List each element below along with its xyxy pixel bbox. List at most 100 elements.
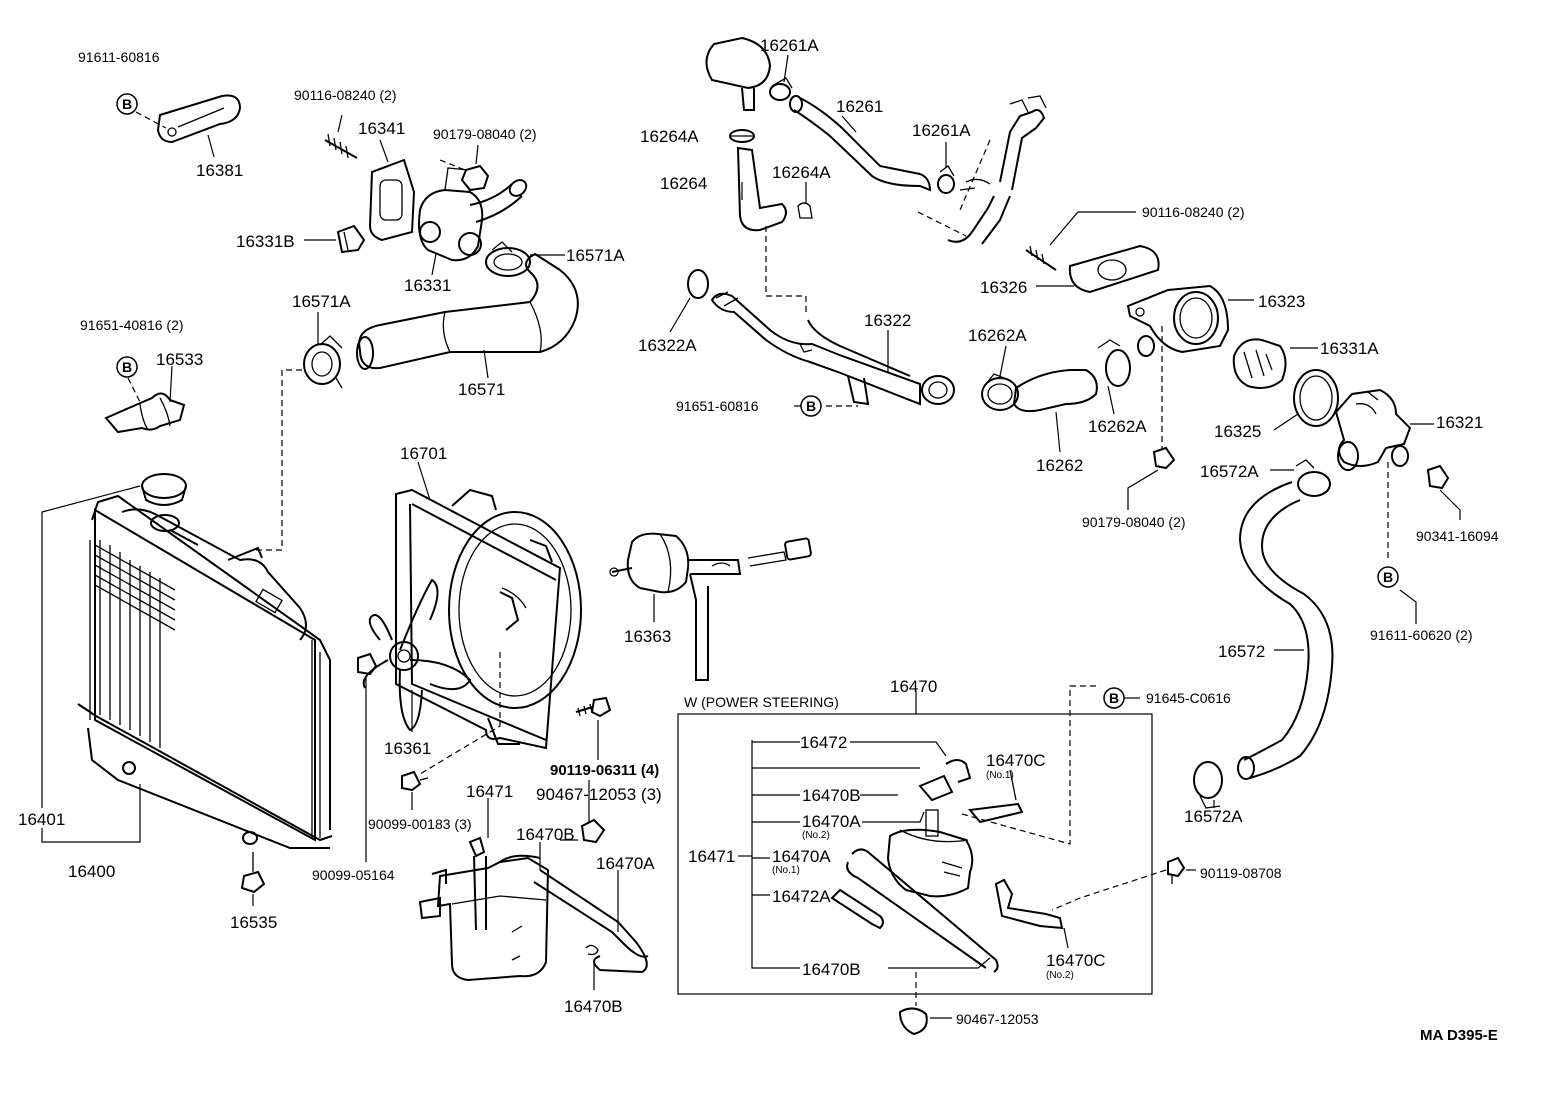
label-90116-08240-b: 90116-08240 (2) — [1142, 204, 1245, 220]
screw-90099-00183 — [401, 770, 429, 792]
label-16472: 16472 — [800, 733, 848, 752]
label-91651-40816: 91651-40816 (2) — [80, 317, 184, 333]
label-16571: 16571 — [458, 380, 506, 399]
label-90341-16094: 90341-16094 — [1416, 528, 1499, 544]
label-16322A: 16322A — [638, 336, 697, 355]
label-16325: 16325 — [1214, 422, 1262, 441]
label-16470A-b-sub: (No.2) — [802, 830, 830, 841]
plug-16331B — [336, 224, 366, 254]
power-steering-box — [677, 713, 1153, 995]
hose-16571 — [356, 252, 579, 370]
hose-16262 — [981, 369, 1098, 413]
fan-shroud-16701 — [395, 488, 582, 750]
hose-16572 — [1237, 481, 1334, 780]
thermostat-16331A — [1232, 338, 1287, 389]
label-16262A-b: 16262A — [1088, 417, 1147, 436]
bolt-marker-b-4 — [1377, 566, 1399, 588]
bolt-90116-b — [1025, 245, 1057, 271]
bracket-16533 — [104, 392, 186, 434]
label-16400: 16400 — [68, 862, 116, 881]
label-16331: 16331 — [404, 276, 452, 295]
bolt-marker-b-2-letter: B — [122, 359, 133, 375]
o-ring-16322A — [687, 269, 709, 299]
label-16533: 16533 — [156, 350, 204, 369]
bolt-90119-06311 — [575, 696, 612, 718]
clamp-16572A-b — [1193, 761, 1223, 809]
label-16363: 16363 — [624, 627, 672, 646]
label-16470C-a-sub: (No.1) — [986, 770, 1014, 781]
label-16264A-b: 16264A — [772, 163, 831, 182]
radiator-cap-16401 — [141, 473, 187, 506]
bolt-marker-b-4-letter: B — [1383, 569, 1394, 585]
label-16572A-b: 16572A — [1184, 807, 1243, 826]
pipe-16261 — [705, 36, 1047, 245]
label-16326: 16326 — [980, 278, 1028, 297]
label-16321: 16321 — [1436, 413, 1484, 432]
label-91611-60816: 91611-60816 — [78, 49, 160, 65]
label-91645-C0616: 91645-C0616 — [1146, 690, 1231, 706]
label-90467-12053-a: 90467-12053 (3) — [536, 785, 662, 804]
hose-16470A — [846, 848, 999, 973]
label-16470A-c: 16470A — [772, 847, 831, 866]
plug-90341-16094 — [1426, 464, 1450, 490]
label-16471-a: 16471 — [466, 782, 514, 801]
label-16472A: 16472A — [772, 887, 831, 906]
label-16401: 16401 — [18, 810, 66, 829]
tank-16470 — [886, 809, 974, 898]
label-16261A-b: 16261A — [912, 121, 971, 140]
hose-16264 — [736, 146, 787, 232]
clamp-16261A-a — [769, 77, 793, 101]
label-16470C-b: 16470C — [1046, 951, 1106, 970]
clamp-16571A-b — [303, 335, 343, 389]
gasket-16326 — [1068, 244, 1160, 294]
label-16323: 16323 — [1258, 292, 1306, 311]
bolt-marker-b-1-letter: B — [122, 96, 133, 112]
label-16341: 16341 — [358, 119, 406, 138]
housing-16323 — [1126, 284, 1230, 354]
label-16701: 16701 — [400, 444, 448, 463]
drain-plug-16535 — [240, 852, 266, 894]
label-16572: 16572 — [1218, 642, 1266, 661]
clip-90467-12053 — [898, 1007, 928, 1036]
switch-16363 — [609, 532, 812, 681]
label-90099-00183: 90099-00183 (3) — [368, 816, 472, 832]
label-16322: 16322 — [864, 311, 912, 330]
o-ring-small — [1137, 335, 1155, 357]
label-90116-08240-a: 90116-08240 (2) — [294, 87, 397, 103]
fan-16361 — [362, 578, 527, 732]
clip-16264A-b — [797, 202, 813, 219]
label-90099-05164: 90099-05164 — [312, 867, 395, 883]
nut-90179-a — [460, 164, 490, 192]
label-16470B-a: 16470B — [516, 825, 575, 844]
label-16470B-c: 16470B — [802, 786, 861, 805]
label-16571A-b: 16571A — [292, 292, 351, 311]
label-90119-06311: 90119-06311 (4) — [550, 762, 660, 779]
clamp-16261A-b — [937, 165, 955, 194]
nut-90099-05164 — [357, 652, 378, 676]
label-90179-08040-a: 90179-08040 (2) — [433, 126, 537, 142]
label-16264: 16264 — [660, 174, 708, 193]
water-outlet-16331 — [368, 158, 528, 262]
label-16470B-b: 16470B — [564, 997, 623, 1016]
label-16470: 16470 — [890, 677, 938, 696]
bolt-90119-08708 — [1167, 856, 1186, 884]
bolt-marker-b-5-letter: B — [1109, 690, 1120, 706]
clamp-16262A-b — [1097, 339, 1131, 387]
radiator-16400 — [77, 494, 333, 849]
bracket-16470C-no2 — [994, 878, 1064, 930]
label-16470A-c-sub: (No.1) — [772, 865, 800, 876]
label-16470A-b: 16470A — [802, 812, 861, 831]
bolt-marker-b-1 — [116, 93, 138, 115]
label-16381: 16381 — [196, 161, 244, 180]
label-16470B-d: 16470B — [802, 960, 861, 979]
label-90119-08708: 90119-08708 — [1200, 865, 1282, 881]
label-91651-60816: 91651-60816 — [676, 398, 759, 414]
label-16470C-a: 16470C — [986, 751, 1046, 770]
cap-16472 — [918, 759, 972, 802]
power-steering-title: W (POWER STEERING) — [684, 694, 839, 710]
label-16571A-a: 16571A — [566, 246, 625, 265]
label-16470A-a: 16470A — [596, 854, 655, 873]
label-16262A-a: 16262A — [968, 326, 1027, 345]
gasket-16325 — [1293, 369, 1339, 427]
